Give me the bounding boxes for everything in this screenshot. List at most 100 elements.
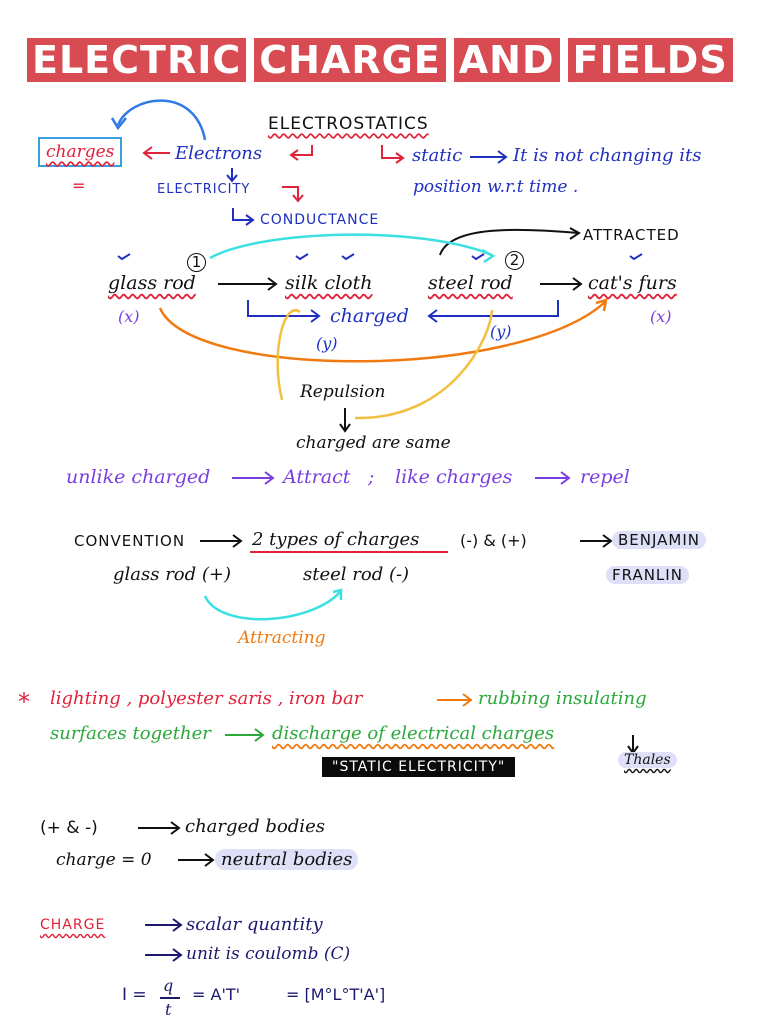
- label-electrons: Electrons: [175, 143, 263, 164]
- arrow-black: [627, 735, 639, 755]
- arrow-black: [218, 277, 278, 291]
- arrow-attracted: [439, 228, 579, 256]
- arrow-blue: [232, 208, 255, 226]
- label-surfaces: surfaces together: [50, 723, 211, 744]
- arrow-purple: [535, 471, 571, 485]
- tick-mark: [341, 253, 355, 261]
- arrowhead: [595, 298, 608, 312]
- label-glass-positive: glass rod (+): [113, 564, 232, 585]
- tick-mark: [629, 253, 643, 261]
- static-definition-line2: position w.r.t time .: [413, 177, 579, 197]
- arrow-blue: [226, 168, 238, 183]
- label-silk-cloth: silk cloth: [285, 272, 373, 294]
- label-rubbing: rubbing insulating: [478, 688, 647, 709]
- title-word: CHARGE: [254, 38, 446, 82]
- label-charge-zero: charge = 0: [56, 850, 152, 870]
- label-cats-furs: cat's furs: [588, 272, 677, 294]
- label-unit: unit is coulomb (C): [186, 944, 351, 964]
- arrow-navy: [145, 918, 183, 932]
- formula-units: = A'T': [192, 985, 241, 1004]
- label-attracted: ATTRACTED: [583, 226, 680, 244]
- curve-repulsion: [354, 309, 494, 420]
- banner-static-electricity: "STATIC ELECTRICITY": [322, 757, 516, 777]
- arrow-cyan: [209, 233, 493, 260]
- title-word: AND: [453, 38, 560, 82]
- label-signs: (-) & (+): [460, 531, 527, 550]
- arrowhead: [481, 248, 496, 264]
- arrow-blue: [470, 150, 508, 164]
- arrow-purple: [232, 471, 275, 485]
- step-number-2: 2: [505, 251, 524, 270]
- label-glass-rod: glass rod: [108, 272, 196, 294]
- title-word: FIELDS: [567, 38, 733, 82]
- semicolon: ;: [368, 466, 375, 488]
- arrowhead: [332, 588, 343, 600]
- tick-mark: [295, 253, 309, 261]
- tick-mark: [471, 253, 485, 261]
- label-two-types: 2 types of charges: [252, 529, 420, 550]
- label-x-fur: (x): [650, 307, 672, 326]
- star-bullet: *: [18, 688, 30, 716]
- label-charged-same: charged are same: [296, 433, 451, 453]
- arrow-black: [580, 534, 613, 548]
- formula-dimensions: = [M°L°T'A']: [286, 985, 386, 1004]
- label-examples: lighting , polyester saris , iron bar: [50, 688, 363, 709]
- arrowhead: [569, 227, 581, 240]
- label-attract: Attract: [283, 466, 351, 488]
- arrow-black: [178, 853, 215, 867]
- arrow-cyan: [203, 591, 341, 621]
- label-charged-lhs: (+ & -): [40, 818, 98, 838]
- label-like-charges: like charges: [395, 466, 513, 488]
- arrow-orange: [158, 301, 606, 363]
- label-repulsion: Repulsion: [300, 382, 386, 402]
- label-steel-rod: steel rod: [428, 272, 513, 294]
- label-conductance: CONDUCTANCE: [260, 212, 380, 228]
- arrow-electrons-to-charges: [116, 99, 207, 141]
- label-convention: CONVENTION: [74, 532, 186, 550]
- label-attracting: Attracting: [238, 628, 326, 648]
- arrowhead: [110, 117, 127, 131]
- arrow-orange: [437, 693, 473, 707]
- label-neutral-bodies: neutral bodies: [215, 849, 359, 870]
- arrow-red: [289, 145, 313, 161]
- label-steel-negative: steel rod (-): [303, 564, 410, 585]
- arrow-green: [225, 728, 265, 742]
- arrow-red: [142, 146, 170, 160]
- label-y-silk: (y): [316, 334, 338, 353]
- label-thales: Thales: [618, 752, 677, 768]
- label-y-steel: (y): [490, 322, 512, 341]
- tick-mark: [117, 253, 131, 261]
- title-word: ELECTRIC: [27, 38, 247, 82]
- arrow-navy: [145, 948, 183, 962]
- label-x-glass: (x): [118, 307, 140, 326]
- label-franklin: FRANLIN: [606, 566, 689, 584]
- label-repel: repel: [580, 466, 630, 488]
- formula-q: q: [163, 976, 174, 995]
- heading-electrostatics: ELECTROSTATICS: [268, 114, 429, 134]
- page-title: ELECTRIC CHARGE AND FIELDS: [27, 38, 733, 82]
- label-scalar: scalar quantity: [186, 914, 323, 935]
- arrow-blue: [247, 300, 321, 323]
- arrow-black: [339, 408, 351, 433]
- static-definition-line1: It is not changing its: [513, 145, 702, 166]
- label-benjamin: BENJAMIN: [612, 531, 706, 549]
- arrow-blue: [427, 300, 559, 323]
- formula-i: I =: [122, 985, 147, 1005]
- label-discharge: discharge of electrical charges: [272, 723, 555, 744]
- curve-repulsion: [276, 309, 301, 401]
- arrow-black: [138, 821, 181, 835]
- label-unlike-charged: unlike charged: [66, 466, 211, 488]
- label-charged: charged: [330, 305, 409, 327]
- label-electricity: ELECTRICITY: [157, 182, 251, 197]
- formula-t: t: [165, 1000, 172, 1019]
- label-charge: CHARGE: [40, 917, 106, 933]
- equal-sign: =: [72, 176, 86, 195]
- label-charges: charges: [38, 137, 123, 167]
- arrow-black: [540, 277, 583, 291]
- arrow-black: [200, 534, 243, 548]
- label-charged-bodies: charged bodies: [185, 816, 325, 837]
- arrow-red: [381, 145, 405, 164]
- step-number-1: 1: [187, 253, 206, 272]
- label-static: static: [412, 145, 463, 166]
